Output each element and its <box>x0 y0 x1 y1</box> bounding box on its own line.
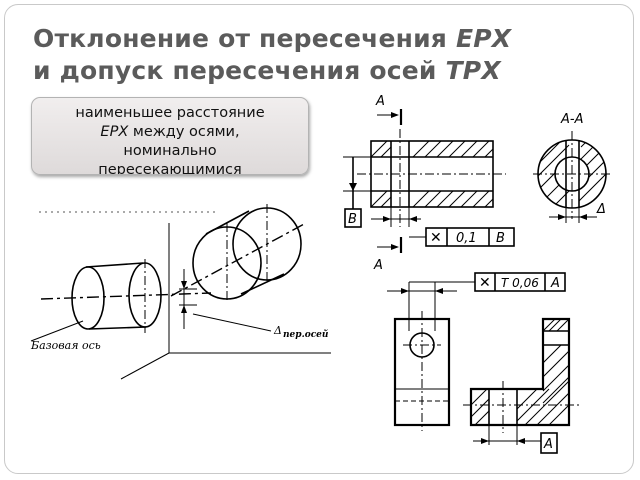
section-delta-label: Δ <box>596 202 606 217</box>
top-section-drawing: А А <box>343 94 613 273</box>
title-line2-prefix: и допуск пересечения осей <box>33 56 446 85</box>
bottom-bracket-drawing: ✕ T 0,06 А <box>387 272 581 454</box>
callout-line2: между осями, <box>128 124 240 140</box>
base-axis-line <box>40 292 212 300</box>
datum-box-b <box>344 208 362 228</box>
frame-bottom-datum: А <box>550 276 560 291</box>
delta-symbol: Δ <box>273 324 282 337</box>
callout-line3: номинально <box>123 143 217 159</box>
datum-box-b-label: В <box>348 212 357 227</box>
left-3d-figure: Базовая ось Δ пер.осей <box>30 204 331 380</box>
frame-top-tolerance: 0,1 <box>456 231 477 246</box>
technical-drawings: Базовая ось Δ пер.осей <box>30 94 613 454</box>
frame-top-symbol: ✕ <box>430 230 442 246</box>
callout-line4: пересекающимися <box>98 162 242 175</box>
section-mark-top: А <box>375 94 385 109</box>
datum-box-a-label: А <box>543 437 553 452</box>
section-mark-bottom: А <box>373 258 383 273</box>
title-line1-abbr: EPX <box>455 24 512 53</box>
definition-callout: наименьшее расстояние EPX между осями, н… <box>31 97 309 175</box>
datum-box-a <box>540 432 558 454</box>
section-label: А-А <box>560 112 583 127</box>
bracket-side-view <box>469 317 571 427</box>
callout-abbr: EPX <box>100 124 129 140</box>
title-line1-prefix: Отклонение от пересечения <box>33 24 456 53</box>
callout-line1: наименьшее расстояние <box>75 105 265 121</box>
inclined-axis-line <box>170 222 307 297</box>
base-axis-label: Базовая ось <box>30 339 101 352</box>
frame-bottom-symbol: ✕ <box>479 275 491 291</box>
delta-subscript: пер.осей <box>283 329 329 340</box>
slide: Отклонение от пересечения EPX и допуск п… <box>4 4 634 474</box>
frame-top-datum: В <box>496 231 505 246</box>
frame-bottom-tolerance: T 0,06 <box>501 276 539 290</box>
title-line2-abbr: TPX <box>445 56 501 85</box>
slide-title: Отклонение от пересечения EPX и допуск п… <box>33 23 633 87</box>
